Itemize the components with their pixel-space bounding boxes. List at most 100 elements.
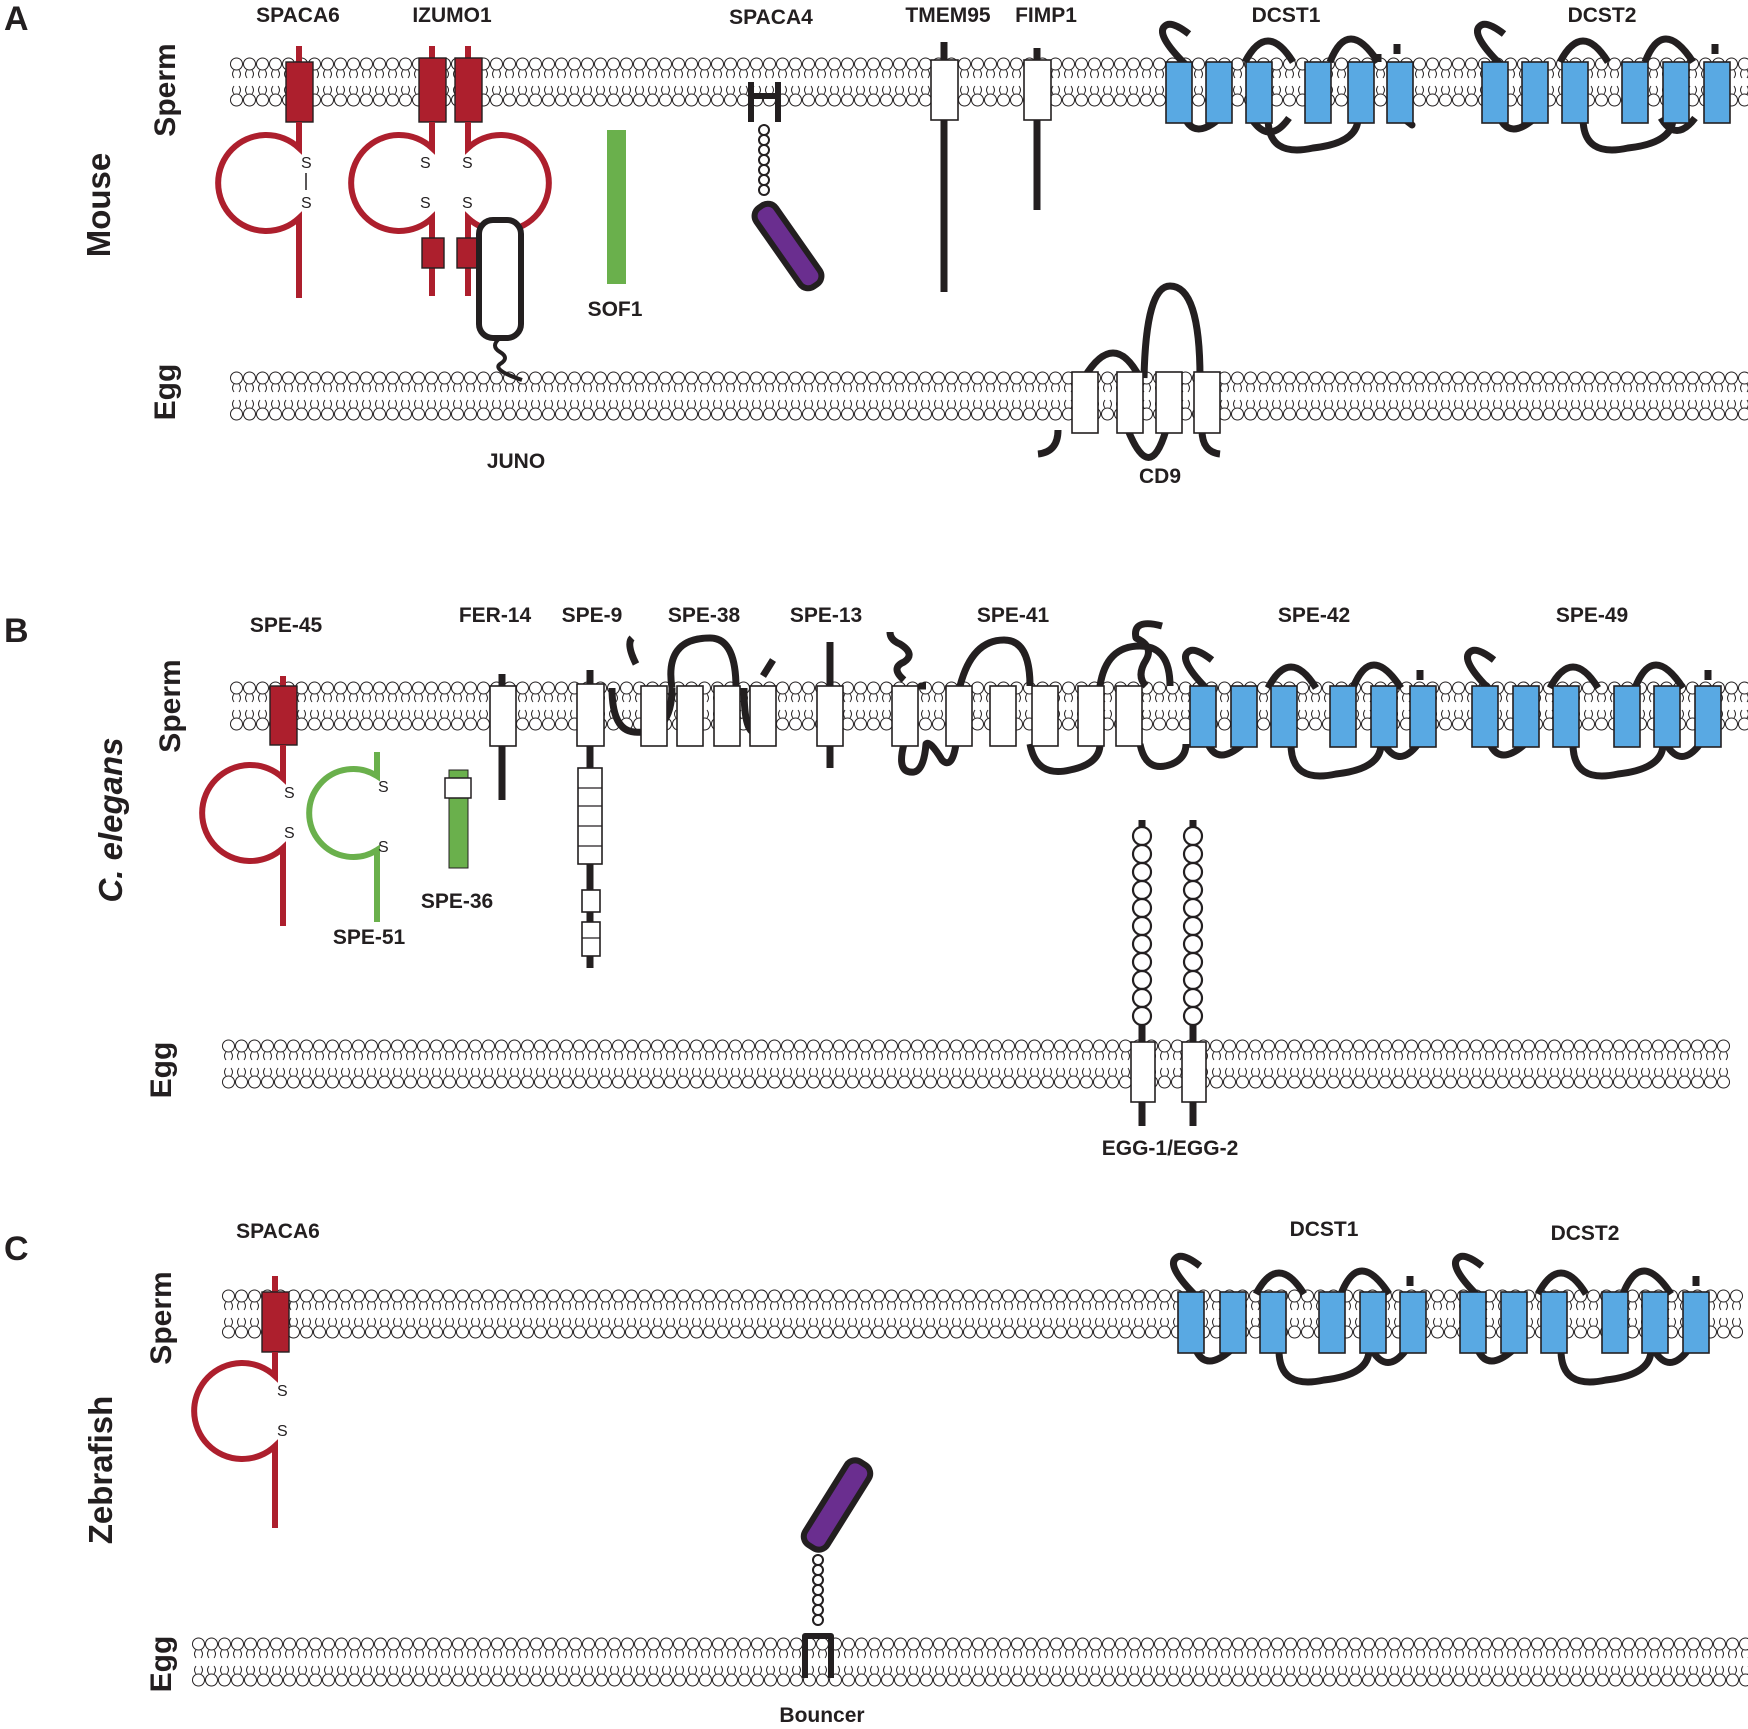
label-spe-49: SPE-49 — [1556, 604, 1628, 627]
domain-bead — [1131, 843, 1153, 865]
domain-bead — [1182, 969, 1204, 991]
dcst1-protein-a — [1159, 20, 1416, 154]
panel-letter-b: B — [4, 612, 29, 650]
domain-bead — [1131, 915, 1153, 937]
svg-text:S: S — [420, 195, 431, 212]
cd9-protein — [1037, 282, 1221, 461]
spe-42-protein — [1182, 646, 1437, 780]
spe-38-protein — [608, 634, 777, 747]
linker-bead — [812, 1574, 824, 1586]
linker-bead — [812, 1614, 824, 1626]
svg-text:S: S — [462, 155, 473, 172]
domain-bead — [1131, 969, 1153, 991]
label-bouncer: Bouncer — [779, 1704, 864, 1727]
domain-bead — [1182, 933, 1204, 955]
svg-text:S: S — [284, 785, 295, 802]
linker-bead — [758, 154, 770, 166]
svg-text:S: S — [378, 779, 389, 796]
label-juno: JUNO — [487, 450, 545, 473]
domain-bead — [1182, 987, 1204, 1009]
linker-bead — [758, 144, 770, 156]
egg-label-b: Egg — [145, 1042, 178, 1099]
linker-bead — [758, 134, 770, 146]
svg-text:S: S — [301, 195, 312, 212]
spe-36-protein — [444, 769, 472, 869]
linker-bead — [758, 174, 770, 186]
egg-membrane-b — [222, 1039, 1730, 1089]
domain-bead — [1182, 951, 1204, 973]
label-dcst2-c: DCST2 — [1551, 1222, 1620, 1245]
egg-membrane-a — [230, 371, 1748, 421]
label-spaca6-c: SPACA6 — [236, 1220, 320, 1243]
spe-9-protein — [576, 670, 605, 968]
izumo1-protein: S S S S — [348, 46, 552, 296]
dcst2-protein-c — [1452, 1252, 1710, 1386]
linker-bead — [812, 1594, 824, 1606]
linker-bead — [812, 1604, 824, 1616]
linker-bead — [812, 1584, 824, 1596]
label-fer-14: FER-14 — [459, 604, 532, 627]
spaca4-protein — [748, 82, 825, 292]
sperm-label-a: Sperm — [149, 43, 182, 136]
linker-bead — [812, 1564, 824, 1576]
label-egg-1-egg-2: EGG-1/EGG-2 — [1102, 1137, 1239, 1160]
label-tmem95: TMEM95 — [905, 4, 991, 27]
egg-1-egg-2-protein — [1130, 820, 1207, 1126]
label-spaca6-a: SPACA6 — [256, 4, 340, 27]
svg-text:S: S — [378, 839, 389, 856]
sperm-label-b: Sperm — [154, 659, 187, 752]
lipid-bilayers — [192, 57, 1748, 1687]
label-spe-38: SPE-38 — [668, 604, 741, 627]
egg-membrane-c — [192, 1637, 1748, 1687]
label-spe-36: SPE-36 — [421, 890, 493, 913]
panel-c: C Zebrafish Sperm Egg SPACA6 DCST1 DCST2… — [4, 1218, 1710, 1727]
domain-bead — [1131, 987, 1153, 1009]
domain-bead — [1131, 951, 1153, 973]
organism-label-zebrafish: Zebrafish — [82, 1396, 119, 1545]
linker-bead — [758, 184, 770, 196]
label-spe-13: SPE-13 — [790, 604, 862, 627]
label-izumo1: IZUMO1 — [412, 4, 492, 27]
spe-49-protein — [1464, 646, 1722, 780]
spe-51-protein: S S — [306, 752, 389, 922]
dcst1-protein-c — [1170, 1252, 1427, 1386]
svg-text:S: S — [284, 825, 295, 842]
label-spe-9: SPE-9 — [562, 604, 623, 627]
domain-bead — [1182, 897, 1204, 919]
tmem95-protein — [930, 42, 959, 292]
label-spe-45: SPE-45 — [250, 614, 323, 637]
label-spe-42: SPE-42 — [1278, 604, 1350, 627]
panel-letter-c: C — [4, 1230, 29, 1268]
label-dcst1-c: DCST1 — [1290, 1218, 1359, 1241]
label-dcst1-a: DCST1 — [1252, 4, 1321, 27]
linker-bead — [812, 1554, 824, 1566]
egg-label-a: Egg — [149, 364, 182, 421]
domain-bead — [1182, 861, 1204, 883]
domain-bead — [1131, 1005, 1153, 1027]
domain-bead — [1131, 897, 1153, 919]
svg-text:S: S — [277, 1383, 288, 1400]
domain-bead — [1131, 861, 1153, 883]
label-sof1: SOF1 — [588, 298, 643, 321]
panel-a: A Mouse Sperm Egg SPACA6 IZUMO1 SOF1 SPA… — [4, 0, 1731, 488]
label-spe-41: SPE-41 — [977, 604, 1050, 627]
linker-bead — [758, 164, 770, 176]
sperm-label-c: Sperm — [145, 1271, 178, 1364]
spaca6-protein-c: S S — [191, 1276, 290, 1528]
svg-text:S: S — [301, 155, 312, 172]
domain-bead — [1182, 879, 1204, 901]
sof1-protein — [607, 130, 626, 284]
label-spe-51: SPE-51 — [333, 926, 406, 949]
linker-bead — [758, 124, 770, 136]
domain-bead — [1182, 825, 1204, 847]
svg-text:S: S — [462, 195, 473, 212]
dcst2-protein-a — [1474, 20, 1731, 154]
svg-text:S: S — [277, 1423, 288, 1440]
organism-label-c-elegans: C. elegans — [92, 737, 129, 902]
spe-45-protein: S S — [199, 676, 298, 926]
fer-14-protein — [489, 674, 517, 800]
label-fimp1: FIMP1 — [1015, 4, 1077, 27]
domain-bead — [1131, 879, 1153, 901]
domain-bead — [1182, 843, 1204, 865]
